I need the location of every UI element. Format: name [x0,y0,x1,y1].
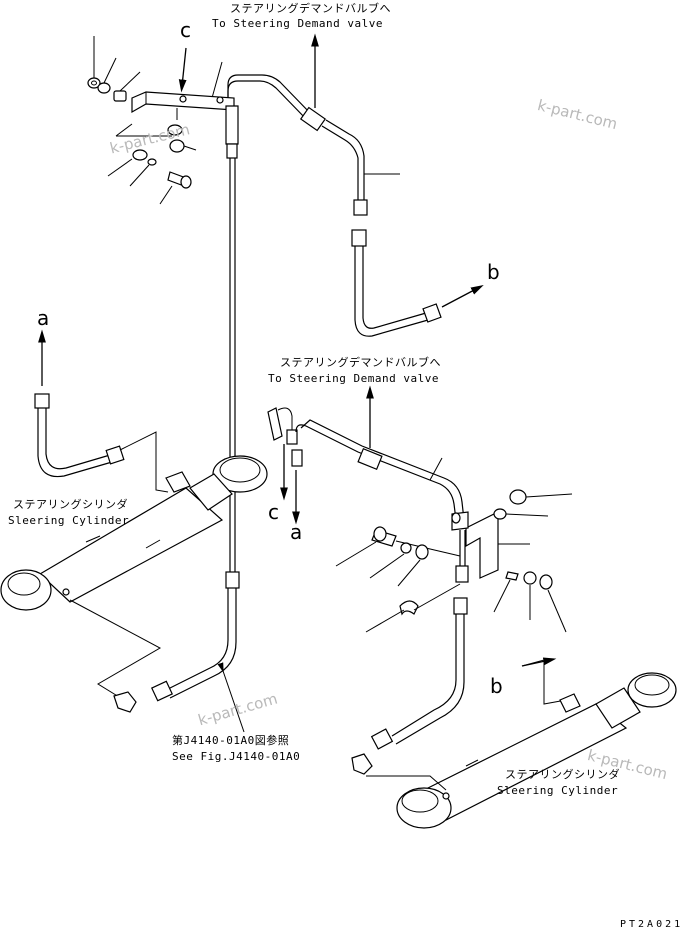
hose-mid-lower [391,614,457,737]
left-steering-cylinder [39,487,224,603]
callout-c-top-arrow [178,47,187,93]
mid-pipe [295,424,457,521]
upper-pipe-main [227,74,313,116]
callout-b-bottom: b [490,674,504,698]
label-en-cyl-left: Sleering Cylinder [8,514,130,527]
callout-b-top: b [487,260,501,284]
callout-a-left: a [37,306,50,330]
label-en-cyl-right: Sleering Cylinder [497,784,619,797]
label-jp-cyl-right: ステアリングシリンダ [505,768,620,781]
mid-bracket [465,511,499,579]
hose-a-left [37,408,113,478]
upper-pipe-nut [353,199,368,216]
label-en-see: See Fig.J4140-01A0 [172,750,301,763]
label-en-mid: To Steering Demand valve [268,372,439,385]
upper-tee-fitting [299,106,327,132]
callout-c-mid: c [268,500,280,524]
drawing-code: PT2A021 [620,919,684,930]
label-en-top: To Steering Demand valve [212,17,383,30]
label-jp-cyl-left: ステアリングシリンダ [13,498,128,511]
label-jp-mid: ステアリングデマンドバルブへ [280,356,441,369]
hose-b-arrow [441,284,484,308]
hose-see-fig [165,588,229,691]
callout-a-mid: a [290,520,303,544]
callout-b-bottom-arrow [521,657,557,667]
hose-b [354,246,429,337]
label-jp-top: ステアリングデマンドバルブへ [230,2,391,15]
label-jp-see: 第J4140-01A0図参照 [172,734,290,747]
mid-tee-fitting [357,447,383,471]
callout-c-top: c [180,18,192,42]
